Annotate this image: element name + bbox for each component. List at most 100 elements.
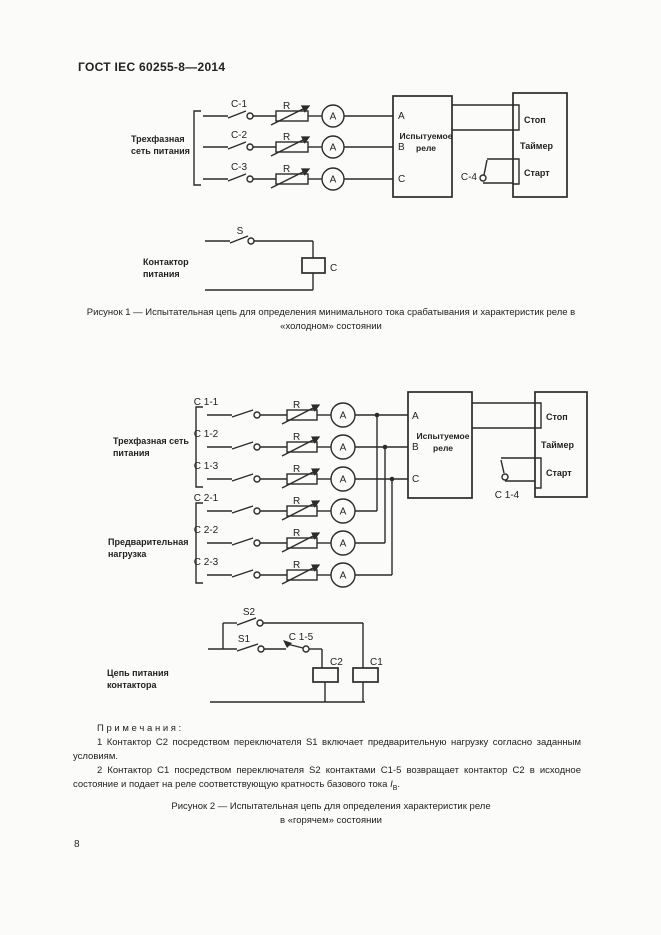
ammeter-label: A — [330, 175, 337, 186]
ammeter-symbol: A — [330, 498, 356, 524]
base-current-subscript: B — [392, 784, 398, 792]
source-bracket — [195, 406, 203, 488]
three-phase-source-label: Трехфазная сеть питания — [113, 406, 203, 488]
preload-branch-3: C 2-3 R A — [194, 557, 392, 588]
switch-s2-symbol — [236, 617, 264, 627]
timer-name-label: Таймер — [520, 141, 553, 151]
c14-label: C 1-4 — [495, 490, 520, 501]
relay-label-line2: реле — [433, 443, 453, 453]
preload-bus-wires — [374, 412, 395, 575]
resistor-label: R — [293, 496, 300, 507]
contact-c15-label: C 1-5 — [289, 632, 314, 643]
timer-stop-label: Стоп — [546, 412, 568, 422]
contactor-label-line2: питания — [143, 269, 180, 279]
stop-terminal-bracket — [535, 402, 542, 429]
switch-s1-label: S1 — [238, 634, 251, 645]
relay-label-line1: Испытуемое — [400, 131, 453, 141]
coil-c — [301, 257, 326, 274]
figure2-circuit-diagram: Трехфазная сеть питания Предварительная … — [107, 391, 588, 703]
switch-label: C-1 — [231, 99, 248, 110]
ammeter-symbol: A — [330, 402, 356, 428]
switch-s2-label: S2 — [243, 607, 256, 618]
circuit-label-line2: контактора — [107, 680, 158, 690]
preload-label: Предварительная нагрузка — [108, 502, 203, 584]
resistor-label: R — [283, 132, 290, 143]
switch-label: C 1-1 — [194, 397, 219, 408]
ammeter-symbol: A — [321, 135, 345, 159]
terminal-b: B — [398, 142, 405, 153]
timer-unit: Стоп Таймер Старт — [472, 391, 588, 498]
notes-heading: П р и м е ч а н и я : — [97, 723, 182, 734]
ammeter-symbol: A — [330, 530, 356, 556]
ammeter-label: A — [340, 475, 347, 486]
ammeter-label: A — [330, 112, 337, 123]
document-header: ГОСТ IEC 60255-8—2014 — [78, 60, 226, 74]
c4-label: C-4 — [461, 172, 478, 183]
figure2-caption-line2: в «горячем» состоянии — [280, 814, 382, 826]
figure1-caption: Рисунок 1 — Испытательная цепь для опред… — [68, 306, 594, 333]
coil-c1 — [352, 667, 379, 683]
start-switch-c4: C-4 — [461, 158, 513, 184]
contactor-label-line1: Контактор — [143, 257, 189, 267]
phase-branch-3: C 1-3 R A — [194, 461, 408, 492]
resistor-label: R — [293, 528, 300, 539]
ammeter-label: A — [340, 507, 347, 518]
page-number: 8 — [74, 839, 80, 850]
supply-contactor-circuit: Контактор питания S C — [143, 226, 337, 291]
start-terminal-bracket — [535, 457, 542, 489]
coil-c1-label: C1 — [370, 657, 383, 668]
timer-start-label: Старт — [546, 468, 572, 478]
source-bracket — [193, 110, 201, 186]
coil-c2 — [312, 667, 339, 683]
ammeter-symbol: A — [330, 434, 356, 460]
ammeter-label: A — [340, 411, 347, 422]
terminal-a: A — [412, 411, 419, 422]
switch-symbol — [227, 173, 254, 183]
timer-start-label: Старт — [524, 168, 550, 178]
figure1-circuit-diagram: Трехфазная сеть питания C-1 R A C-2 R A — [131, 92, 568, 291]
resistor-symbol — [281, 500, 321, 521]
timer-name-label: Таймер — [541, 440, 574, 450]
terminal-b: B — [412, 442, 419, 453]
terminal-c: C — [398, 174, 405, 185]
three-phase-source-label: Трехфазная сеть питания — [131, 110, 201, 186]
resistor-label: R — [293, 560, 300, 571]
resistor-symbol — [281, 564, 321, 585]
relay-label-line2: реле — [416, 143, 436, 153]
resistor-symbol — [281, 404, 321, 425]
switch-label: C 1-2 — [194, 429, 219, 440]
ammeter-label: A — [340, 443, 347, 454]
switch-s1-symbol — [236, 643, 265, 653]
phase-branch-3: C-3 R A — [203, 162, 393, 191]
preload-branch-2: C 2-2 R A — [194, 525, 385, 556]
figure2-caption-line1: Рисунок 2 — Испытательная цепь для опред… — [171, 801, 491, 812]
contactor-supply-circuit: Цепь питания контактора S2 S1 C 1-5 C2 — [107, 607, 383, 703]
resistor-label: R — [293, 432, 300, 443]
switch-symbol — [227, 110, 254, 120]
figure2-caption: Рисунок 2 — Испытательная цепь для опред… — [68, 800, 594, 827]
ammeter-symbol: A — [321, 167, 345, 191]
switch-s-label: S — [237, 226, 244, 237]
switch-symbol — [231, 441, 261, 451]
ammeter-label: A — [340, 571, 347, 582]
timer-unit: Стоп Таймер Старт — [452, 92, 568, 198]
start-terminal-bracket — [513, 158, 520, 185]
resistor-label: R — [283, 101, 290, 112]
resistor-label: R — [283, 164, 290, 175]
resistor-symbol — [281, 468, 321, 489]
phase-branch-1: C-1 R A — [203, 99, 393, 128]
figure1-caption-line1: Рисунок 1 — Испытательная цепь для опред… — [86, 307, 576, 318]
stop-terminal-bracket — [513, 104, 520, 131]
relay-under-test: A B C Испытуемое реле — [407, 391, 473, 499]
resistor-label: R — [293, 464, 300, 475]
source-label-line1: Трехфазная — [131, 134, 185, 144]
preload-bracket — [195, 502, 203, 584]
ammeter-label: A — [340, 539, 347, 550]
notes-block: П р и м е ч а н и я : 1 Контактор С2 пос… — [73, 722, 581, 796]
switch-symbol — [231, 409, 261, 419]
circuit-label-line1: Цепь питания — [107, 668, 169, 678]
switch-label: C-2 — [231, 130, 248, 141]
switch-label: C 1-3 — [194, 461, 219, 472]
switch-symbol — [231, 537, 261, 547]
